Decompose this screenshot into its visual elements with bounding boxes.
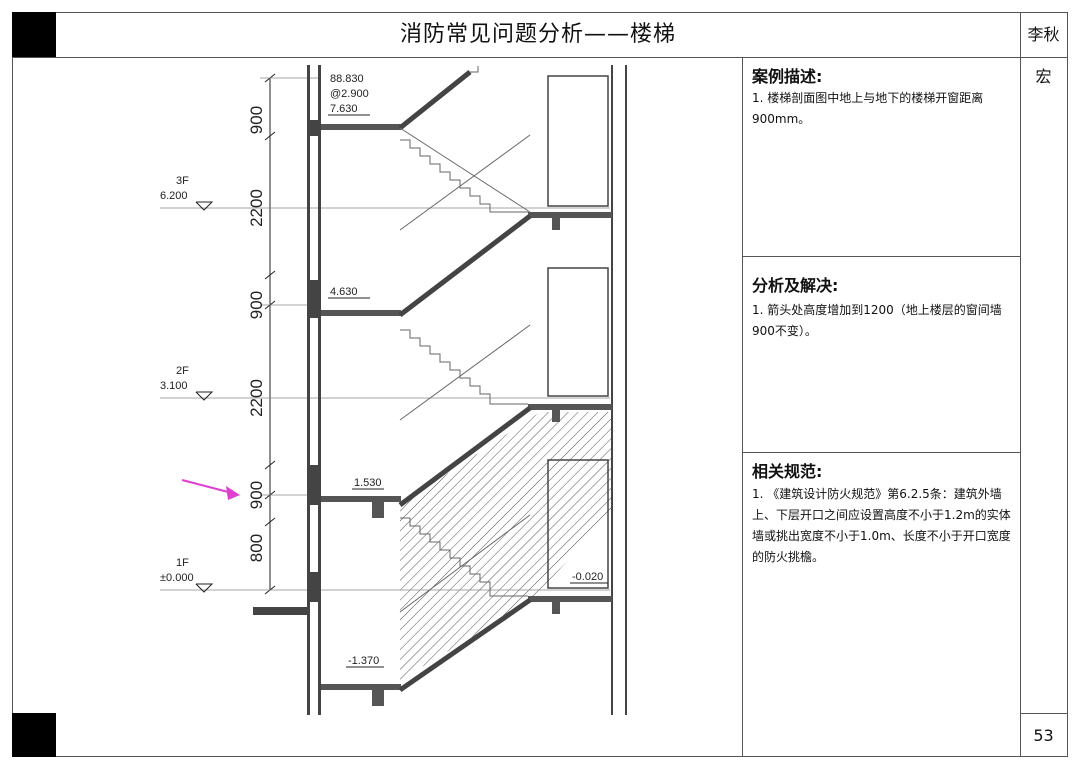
dim-label: 2200 (247, 189, 266, 227)
case-text: 1. 楼梯剖面图中地上与地下的楼梯开窗距离900mm。 (752, 91, 984, 126)
floor-elevation: ±0.000 (160, 572, 194, 584)
elevation-label: -0.020 (572, 571, 603, 583)
exterior-wall (253, 65, 321, 715)
analysis-text: 1. 箭头处高度增加到1200（地上楼层的窗间墙900不变）。 (752, 303, 1002, 338)
dim-label: 900 (247, 106, 266, 134)
hatched-stair-region (400, 412, 612, 680)
page-number: 53 (1033, 726, 1054, 745)
code-text: 1. 《建筑设计防火规范》第6.2.5条：建筑外墙上、下层开口之间应设置高度不小… (752, 487, 1011, 564)
landing-elevation-labels: 88.830 @2.900 7.630 4.630 1.530 -0.020 -… (330, 73, 603, 667)
dim-label: 2200 (247, 379, 266, 417)
elevation-label: -1.370 (348, 655, 379, 667)
dim-label: 800 (247, 534, 266, 562)
elevation-label: 1.530 (354, 477, 382, 489)
page-title: 消防常见问题分析——楼梯 (399, 22, 676, 47)
floor-name: 1F (176, 557, 189, 569)
corner-block-top-left (12, 12, 56, 57)
dim-label: 900 (247, 291, 266, 319)
floor-elevation: 3.100 (160, 380, 188, 392)
analysis-heading: 分析及解决: (752, 276, 839, 295)
section-divider-1 (742, 256, 1020, 257)
elevation-underlines (328, 114, 608, 668)
stair-flight-slabs (398, 70, 532, 693)
floor-name: 2F (176, 365, 189, 377)
dimension-tick (264, 460, 276, 470)
elevation-label: @2.900 (330, 88, 369, 100)
author-column-divider (1020, 12, 1021, 757)
elevation-label: 88.830 (330, 73, 364, 85)
floor-elevation: 6.200 (160, 190, 188, 202)
dimension-chain (264, 73, 276, 595)
text-column-divider (742, 57, 743, 757)
landing-slabs (321, 124, 612, 706)
elevation-symbols (195, 201, 214, 593)
dimension-tick (264, 131, 276, 141)
dimension-tick (264, 270, 276, 280)
case-heading: 案例描述: (752, 67, 823, 86)
elevation-label: 7.630 (330, 103, 358, 115)
stair-steps (399, 66, 531, 613)
floor-name: 3F (176, 175, 189, 187)
dimension-labels: 900 2200 900 2200 900 800 (247, 106, 266, 562)
dim-label: 900 (247, 481, 266, 509)
header-divider (12, 57, 1068, 58)
footer-divider (1020, 713, 1068, 714)
author-name: 李秋宏 (1027, 25, 1060, 86)
shaft-walls (547, 65, 627, 715)
dimension-tick (264, 517, 276, 527)
page-frame (12, 12, 1068, 757)
highlight-arrow (181, 479, 240, 500)
section-divider-2 (742, 452, 1020, 453)
floor-markers: 3F 6.200 2F 3.100 1F ±0.000 (160, 175, 194, 584)
elevation-label: 4.630 (330, 286, 358, 298)
corner-block-bottom-left (12, 713, 56, 757)
code-heading: 相关规范: (752, 462, 823, 481)
